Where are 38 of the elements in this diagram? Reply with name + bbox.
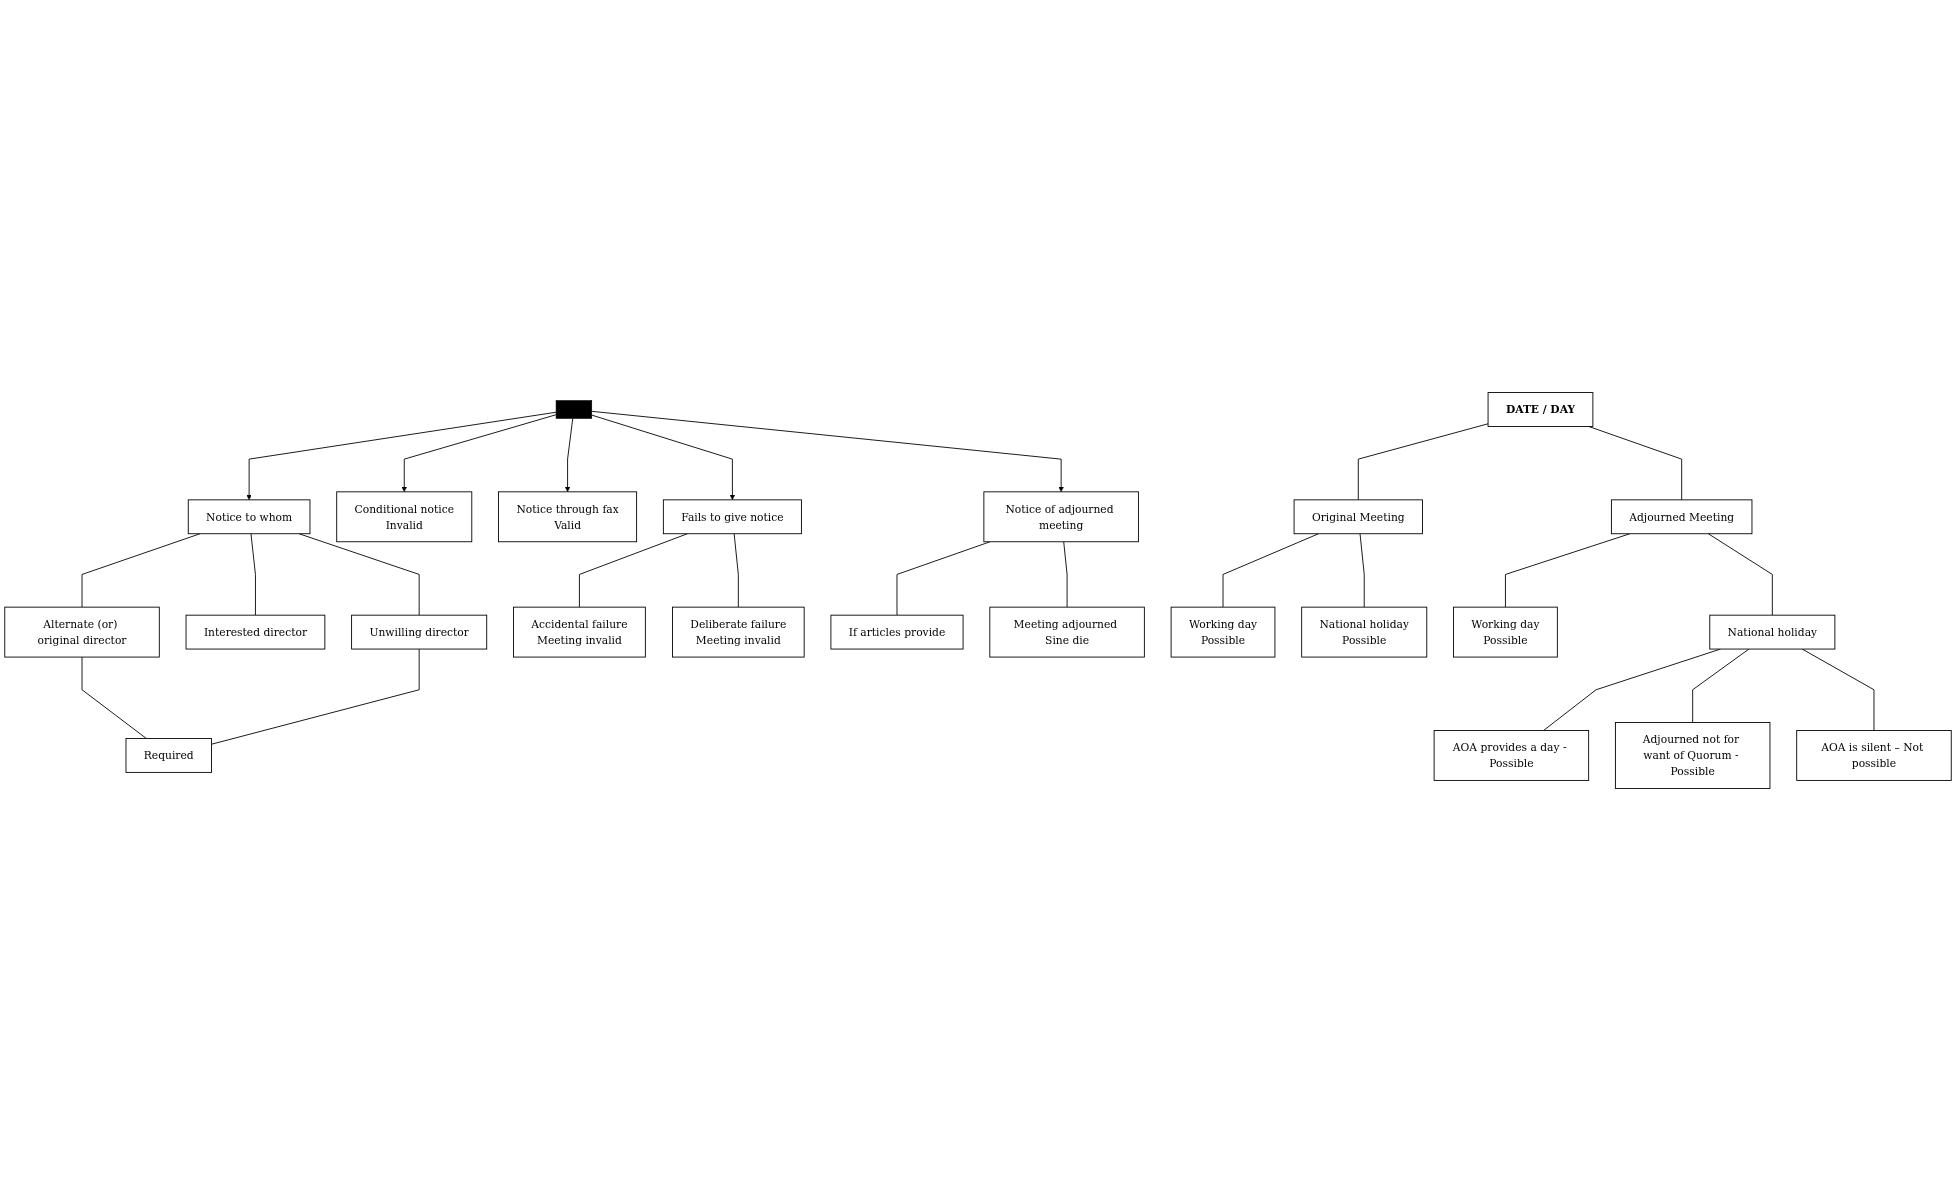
node-box: AOA provides a day - Possible	[1433, 730, 1590, 781]
connector	[1357, 423, 1489, 501]
node-box: Deliberate failure Meeting invalid	[672, 606, 805, 658]
node-box: Interested director	[185, 614, 326, 650]
node-box: National holiday	[1709, 614, 1836, 650]
node-box: Required	[125, 738, 212, 773]
node-box: If articles provide	[830, 614, 964, 650]
connector	[81, 656, 147, 739]
node-box: Notice through fax Valid	[498, 491, 638, 543]
connector	[733, 533, 739, 608]
node-box: National holiday Possible	[1301, 606, 1428, 658]
node-box: Adjourned not for want of Quorum - Possible	[1614, 722, 1771, 789]
connector	[211, 648, 420, 745]
connector	[1707, 533, 1773, 616]
node-box: Accidental failure Meeting invalid	[513, 606, 646, 658]
connector	[298, 533, 420, 616]
node-box: Original Meeting	[1293, 499, 1423, 535]
connector	[578, 533, 688, 608]
node-box: Conditional notice Invalid	[336, 491, 473, 543]
node-box: Working day Possible	[1453, 606, 1558, 658]
connector	[1222, 533, 1319, 608]
connector	[250, 533, 256, 616]
node-box: Notice to whom	[187, 499, 311, 535]
node-box: Alternate (or) original director	[4, 606, 160, 658]
connector	[896, 541, 991, 616]
connector	[81, 533, 201, 608]
node-bar	[555, 400, 593, 419]
node-box: Working day Possible	[1170, 606, 1276, 658]
node-box: Meeting adjourned Sine die	[989, 606, 1145, 658]
node-box: Notice of adjourned meeting	[983, 491, 1139, 543]
node-box: AOA is silent – Not possible	[1796, 730, 1952, 781]
connector	[1359, 533, 1365, 608]
node-box: Adjourned Meeting	[1610, 499, 1753, 535]
node-box: Unwilling director	[351, 614, 488, 650]
connector	[1063, 541, 1068, 608]
node-box: Fails to give notice	[662, 499, 802, 535]
node-box: DATE / DAY	[1487, 392, 1594, 427]
connector	[1692, 648, 1750, 723]
